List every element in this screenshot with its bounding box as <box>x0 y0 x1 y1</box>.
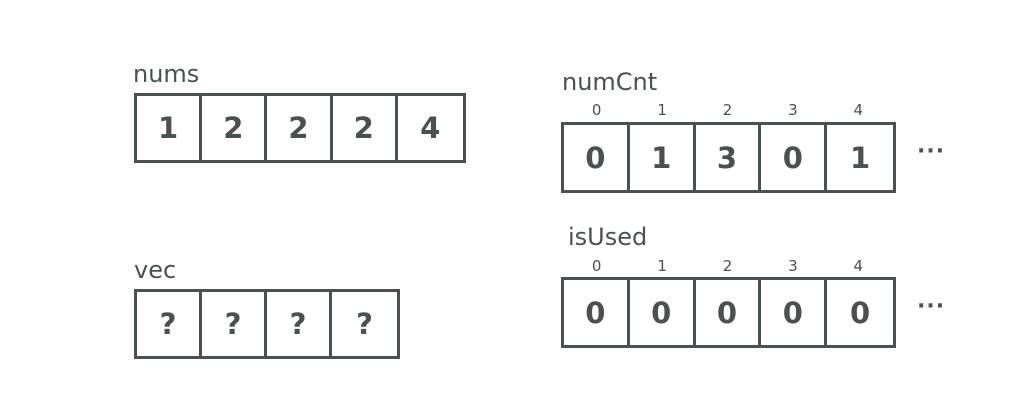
numcnt-cell: 3 <box>696 125 762 190</box>
numcnt-cell: 0 <box>761 125 828 190</box>
nums-cell: 2 <box>267 96 333 160</box>
isused-ellipsis: ··· <box>917 294 946 319</box>
numcnt-index: 2 <box>722 101 733 119</box>
isused-index: 2 <box>722 257 733 275</box>
isused-index: 0 <box>591 257 602 275</box>
isused-cell: 0 <box>849 295 871 330</box>
nums-cell: 2 <box>202 96 268 160</box>
vec-cell: ? <box>202 292 267 356</box>
isused-index: 1 <box>657 257 667 275</box>
numcnt-cell: 0 <box>564 125 630 190</box>
nums-cells: 1 2 2 2 4 <box>134 93 466 163</box>
vec-cells: ? ? ? ? <box>134 289 400 359</box>
isused-cell: 0 <box>630 280 696 345</box>
vec-cell: ? <box>137 292 202 356</box>
isused-indices: 0 1 2 3 4 <box>564 259 891 274</box>
numcnt-cell: 1 <box>849 140 871 175</box>
isused-cells: 0 0 0 0 0 <box>561 277 896 348</box>
nums-cell: 4 <box>420 111 441 145</box>
isused-cell: 0 <box>761 280 828 345</box>
numcnt-cells: 0 1 3 0 1 <box>561 122 896 193</box>
numcnt-index: 0 <box>591 101 602 119</box>
numcnt-index: 4 <box>853 101 864 119</box>
numcnt-label: numCnt <box>562 68 658 96</box>
vec-label: vec <box>134 256 177 284</box>
isused-label: isUsed <box>568 223 648 251</box>
isused-cell: 0 <box>696 280 762 345</box>
numcnt-ellipsis: ··· <box>917 139 946 164</box>
vec-cell: ? <box>356 307 373 341</box>
nums-cell: 2 <box>333 96 398 160</box>
numcnt-indices: 0 1 2 3 4 <box>564 103 891 118</box>
isused-cell: 0 <box>564 280 630 345</box>
nums-cell: 1 <box>137 96 203 160</box>
vec-cell: ? <box>267 292 332 356</box>
isused-index: 4 <box>853 257 864 275</box>
numcnt-index: 3 <box>788 101 798 119</box>
numcnt-cell: 1 <box>630 125 696 190</box>
nums-label: nums <box>133 60 200 88</box>
numcnt-index: 1 <box>657 101 667 119</box>
isused-index: 3 <box>788 257 798 275</box>
